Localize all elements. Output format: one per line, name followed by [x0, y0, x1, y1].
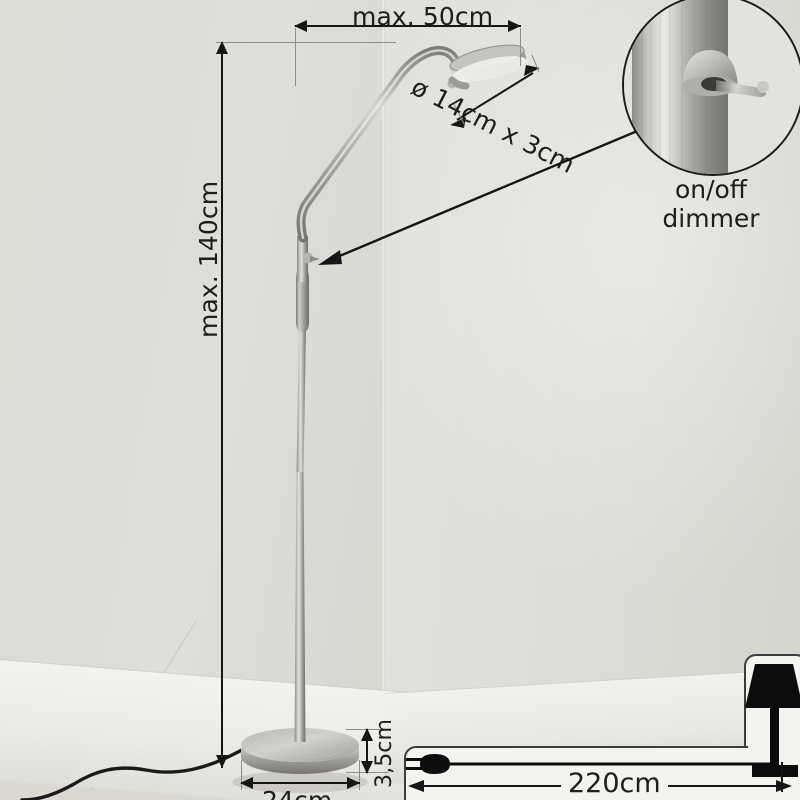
label-cable-length: 220cm — [561, 768, 668, 799]
extension-line-height-top — [216, 42, 396, 43]
wall-corner-edge — [382, 0, 385, 730]
callout-dimmer-label: on/off dimmer — [620, 175, 800, 233]
arrowhead-height-top — [216, 41, 228, 54]
plug-icon — [406, 754, 450, 774]
label-base-thickness: 3,5cm — [372, 718, 397, 788]
arrowhead-height-bottom — [216, 755, 228, 768]
extension-line-basewidth-left — [241, 760, 242, 790]
extension-line-reach-right — [520, 28, 521, 66]
arrowhead-reach-right — [508, 20, 521, 32]
arrowhead-basewidth-right — [347, 777, 360, 789]
arrowhead-thickness-top — [361, 728, 373, 741]
dimension-line-basewidth — [241, 782, 360, 784]
label-max-height: max. 140cm — [194, 180, 223, 338]
extension-line-reach-left — [295, 28, 296, 86]
lamp-silhouette-icon — [745, 664, 800, 777]
dimension-line-reach — [295, 25, 521, 27]
callout-line-1: on/off — [674, 175, 748, 204]
dimension-shade — [450, 54, 540, 128]
extension-line-basewidth-right — [359, 760, 360, 790]
arrowhead-basewidth-left — [240, 777, 253, 789]
arrowhead-reach-left — [294, 20, 307, 32]
dimmer-magnifier-circle — [622, 0, 800, 176]
dimension-line-thickness — [366, 729, 368, 773]
label-max-reach: max. 50cm — [352, 2, 494, 31]
label-base-width: 24cm — [262, 786, 332, 800]
arrowhead-thickness-bottom — [361, 761, 373, 774]
callout-line-2: dimmer — [662, 203, 760, 233]
dimension-line-height — [221, 48, 223, 768]
callout-pointer-arrow — [318, 106, 693, 265]
